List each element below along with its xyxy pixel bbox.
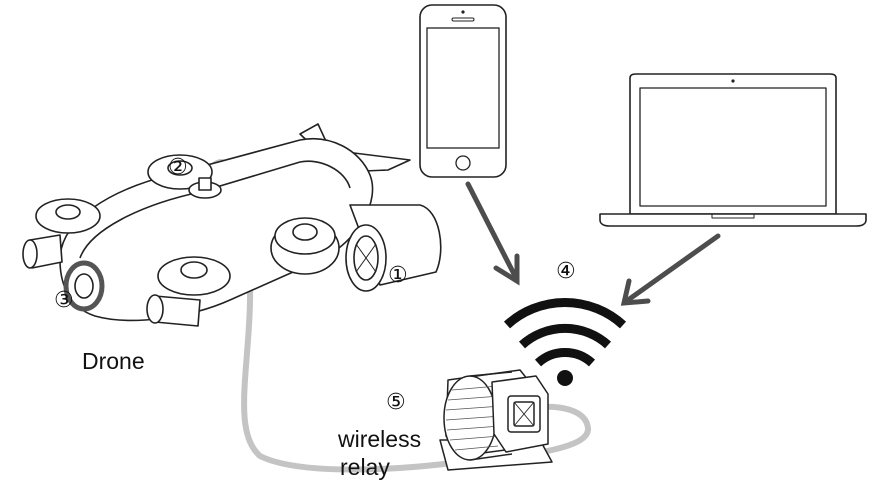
wireless-relay-spool-icon — [439, 369, 553, 471]
drone-label: Drone — [82, 348, 145, 374]
marker-2: ② — [168, 155, 188, 180]
arrow-laptop-to-relay — [620, 233, 721, 306]
relay-label-line2: relay — [340, 454, 390, 480]
marker-5: ⑤ — [386, 390, 406, 415]
drone-icon — [22, 123, 442, 327]
laptop-icon — [599, 73, 867, 227]
marker-1: ① — [388, 263, 408, 288]
marker-3: ③ — [54, 288, 74, 313]
relay-label-line1: wireless — [338, 426, 422, 452]
smartphone-icon — [419, 4, 507, 178]
arrow-phone-to-relay — [465, 181, 520, 286]
wifi-icon — [503, 298, 627, 386]
marker-4: ④ — [556, 259, 576, 284]
